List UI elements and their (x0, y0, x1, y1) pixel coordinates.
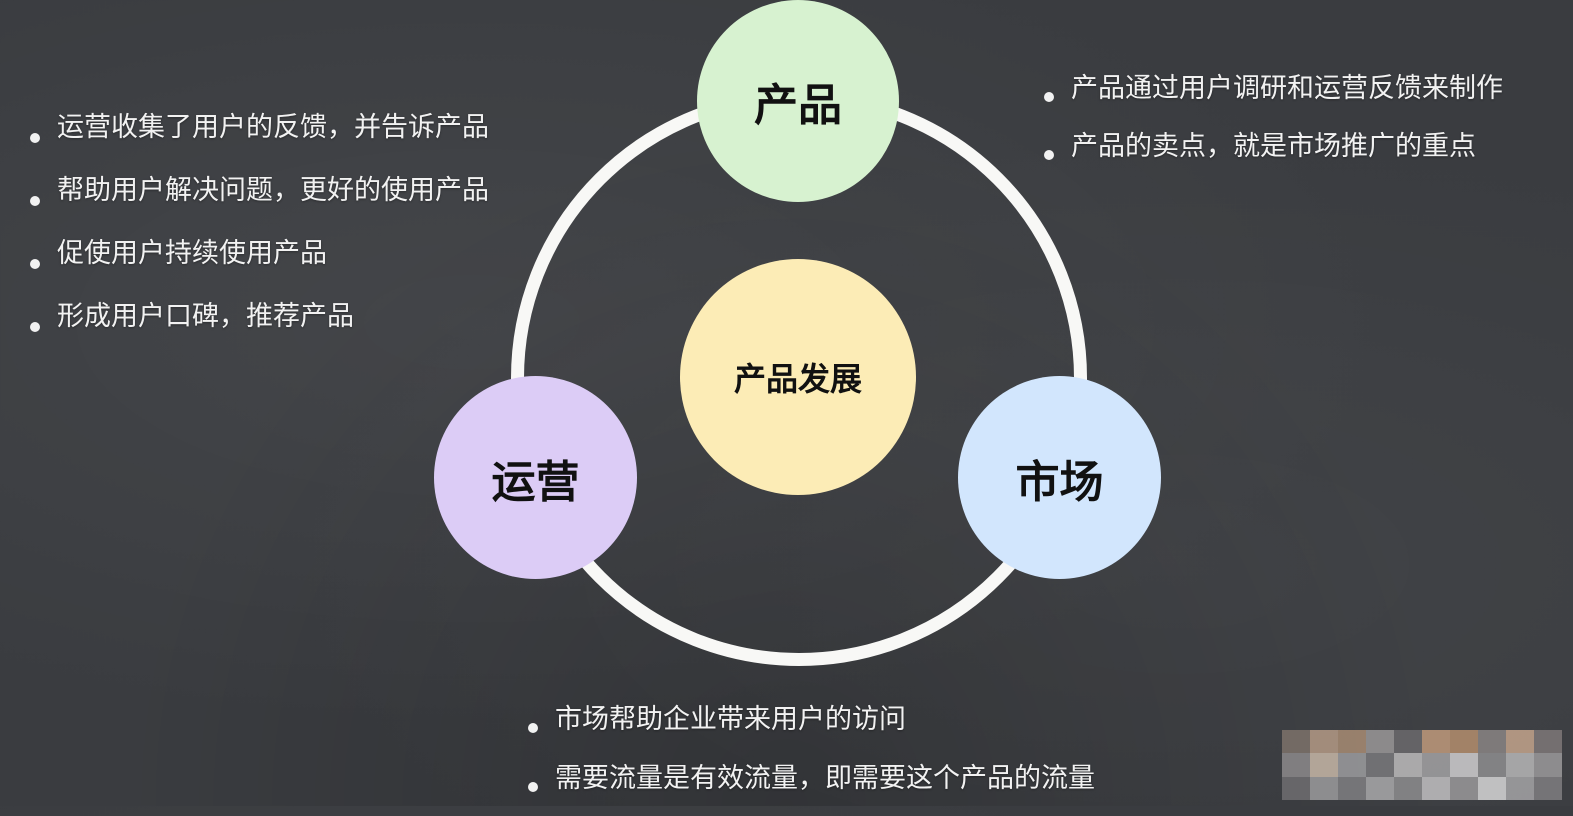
list-item: 需要流量是有效流量，即需要这个产品的流量 (527, 757, 1095, 816)
operations-node: 运营 (434, 376, 637, 579)
center-node: 产品发展 (680, 259, 916, 495)
list-item: 帮助用户解决问题，更好的使用产品 (29, 169, 489, 232)
market-points-list: 市场帮助企业带来用户的访问 需要流量是有效流量，即需要这个产品的流量 (527, 698, 1095, 816)
operations-points-list: 运营收集了用户的反馈，并告诉产品 帮助用户解决问题，更好的使用产品 促使用户持续… (29, 106, 489, 358)
product-node-label: 产品 (754, 80, 842, 131)
list-item: 促使用户持续使用产品 (29, 232, 489, 295)
list-item: 形成用户口碑，推荐产品 (29, 295, 489, 358)
product-points-list: 产品通过用户调研和运营反馈来制作 产品的卖点，就是市场推广的重点 (1043, 68, 1503, 184)
market-node: 市场 (958, 376, 1161, 579)
product-node: 产品 (697, 0, 899, 202)
blurred-watermark (1282, 730, 1562, 800)
center-node-label: 产品发展 (733, 360, 862, 398)
market-node-label: 市场 (1015, 456, 1104, 508)
operations-node-label: 运营 (491, 456, 580, 508)
list-item: 运营收集了用户的反馈，并告诉产品 (29, 106, 489, 169)
list-item: 市场帮助企业带来用户的访问 (527, 698, 1095, 757)
list-item: 产品通过用户调研和运营反馈来制作 (1043, 68, 1503, 126)
list-item: 产品的卖点，就是市场推广的重点 (1043, 126, 1503, 184)
